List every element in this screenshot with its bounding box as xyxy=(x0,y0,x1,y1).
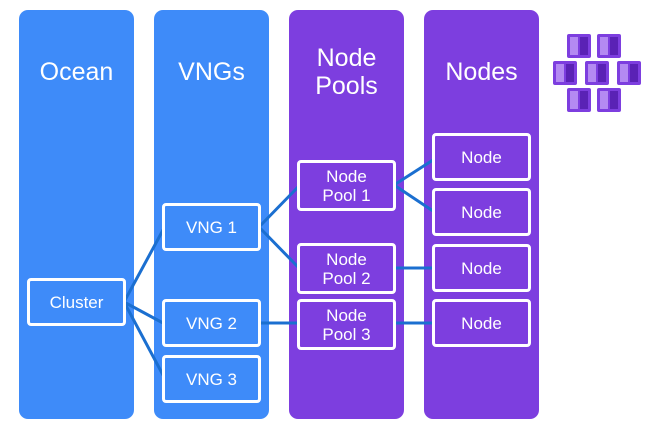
node-3-box: Node xyxy=(432,244,531,292)
cube-cluster-logo-icon xyxy=(553,34,641,112)
vng-2-box: VNG 2 xyxy=(162,299,261,347)
link-cluster-vng1 xyxy=(122,228,165,304)
node-pools-column: Node Pools xyxy=(289,10,404,419)
link-pool1-node2 xyxy=(392,183,435,213)
node-1-box: Node xyxy=(432,133,531,181)
link-cluster-vng3 xyxy=(122,300,165,377)
link-vng1-pool2 xyxy=(257,225,300,269)
node-4-box: Node xyxy=(432,299,531,347)
nodes-column-title: Nodes xyxy=(445,58,518,86)
link-pool1-node1 xyxy=(392,158,435,187)
ocean-column-title: Ocean xyxy=(39,58,114,86)
vng-3-box: VNG 3 xyxy=(162,355,261,403)
node-pool-1-box: Node Pool 1 xyxy=(297,160,396,211)
node-2-box: Node xyxy=(432,188,531,236)
node-pool-3-box: Node Pool 3 xyxy=(297,299,396,350)
ocean-column: Ocean xyxy=(19,10,134,419)
vng-1-box: VNG 1 xyxy=(162,203,261,251)
vngs-column-title: VNGs xyxy=(178,58,245,86)
node-pools-column-title: Node Pools xyxy=(315,44,378,100)
link-cluster-vng2 xyxy=(122,300,165,325)
node-pool-2-box: Node Pool 2 xyxy=(297,243,396,294)
link-vng1-pool1 xyxy=(257,185,300,229)
cluster-box: Cluster xyxy=(27,278,126,326)
